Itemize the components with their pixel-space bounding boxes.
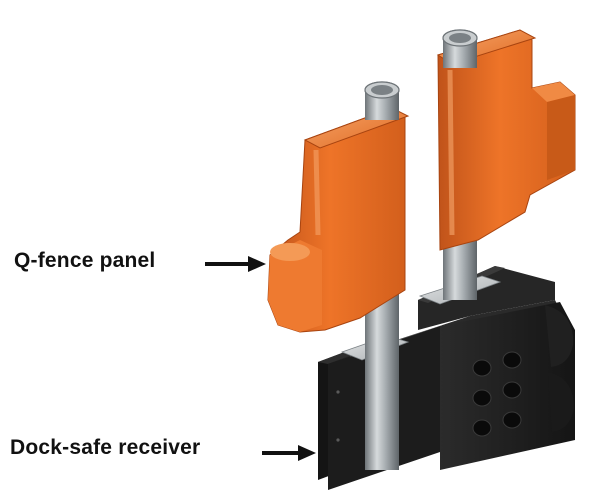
arrow-right-icon: [262, 445, 316, 461]
dock-safe-receiver-label: Dock-safe receiver: [10, 436, 201, 459]
receiver-bolt-holes: [472, 351, 522, 437]
front-q-fence-panel: [267, 107, 410, 333]
dock-safe-receiver: [318, 266, 575, 490]
q-fence-panel-label: Q-fence panel: [14, 249, 156, 272]
arrow-right-icon: [205, 256, 266, 272]
rear-q-fence-panel: [436, 29, 576, 251]
